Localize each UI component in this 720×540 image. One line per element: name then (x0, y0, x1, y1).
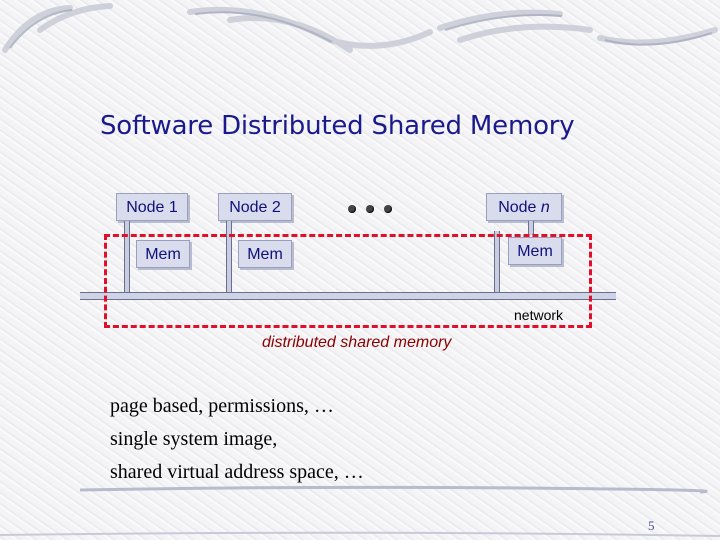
node-n-label-var: n (540, 199, 550, 216)
node-1-mem-box: Mem (136, 240, 190, 268)
slide-title: Software Distributed Shared Memory (100, 111, 575, 141)
node-1-bus-post (124, 234, 130, 294)
network-bus (80, 292, 616, 300)
page-number: 5 (648, 518, 655, 533)
node-n-mem-box: Mem (508, 237, 562, 265)
node-n-label-prefix: Node (498, 199, 541, 216)
bullet-item: single system image, (110, 428, 278, 450)
distributed-shared-memory-boundary (104, 234, 592, 328)
bullet-item: page based, permissions, … (110, 395, 334, 417)
node-n-bus-post (494, 231, 500, 293)
distributed-shared-memory-label: distributed shared memory (262, 334, 452, 351)
bullet-list: page based, permissions, … single system… (110, 390, 364, 489)
node-2-connector (226, 221, 232, 235)
node-1-connector (124, 221, 130, 235)
node-n-box: Node n (486, 193, 562, 221)
decorative-swoosh-header (2, 3, 718, 53)
node-1-box: Node 1 (116, 193, 188, 221)
node-n-connector (528, 221, 534, 235)
ellipsis-dots (348, 200, 402, 218)
node-2-bus-post (226, 234, 232, 294)
network-label: network (514, 307, 564, 323)
node-2-box: Node 2 (218, 193, 292, 221)
node-2-mem-box: Mem (238, 240, 292, 268)
bullet-item: shared virtual address space, … (110, 461, 364, 483)
